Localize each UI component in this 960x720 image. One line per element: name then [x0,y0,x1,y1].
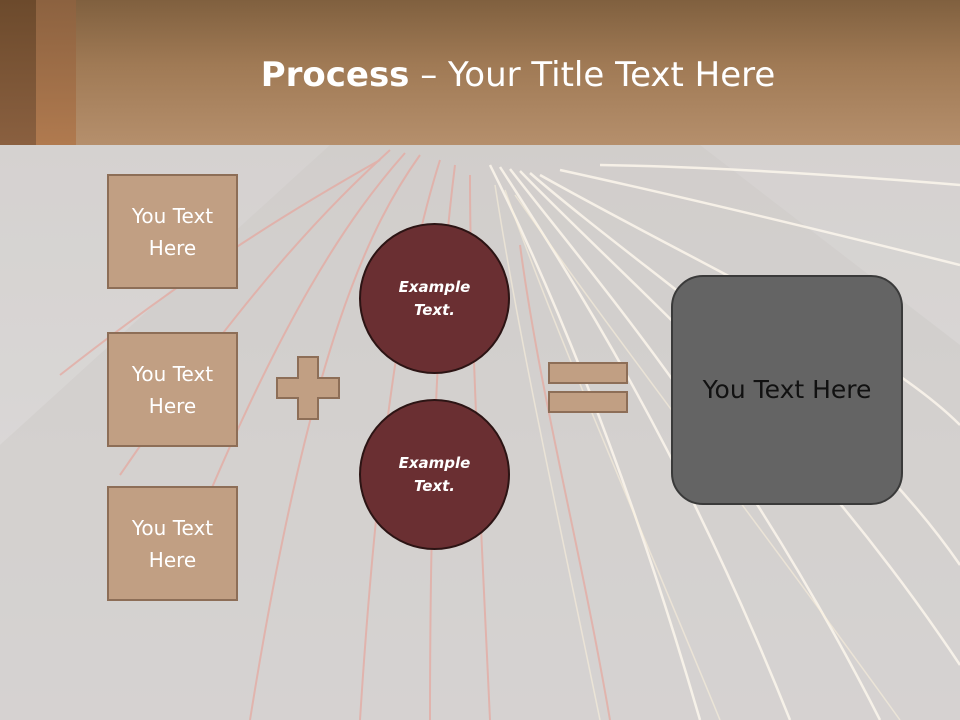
header-accent-strip-light [36,0,76,145]
equals-icon-top-bar[interactable] [548,362,628,384]
input-box-3-label: You Text Here [131,515,214,572]
input-box-2[interactable]: You Text Here [107,332,238,447]
input-box-1[interactable]: You Text Here [107,174,238,289]
example-circle-2[interactable]: Example Text. [359,399,510,550]
slide-title[interactable]: Process – Your Title Text Here [76,50,960,100]
plus-icon[interactable] [276,356,340,420]
example-circle-2-label: Example Text. [398,453,471,495]
result-box[interactable]: You Text Here [671,275,903,505]
header-accent-strip-dark [0,0,36,145]
title-bold-part: Process [260,55,410,95]
title-rest-part: – Your Title Text Here [409,55,776,95]
input-box-3[interactable]: You Text Here [107,486,238,601]
equals-icon-bottom-bar[interactable] [548,391,628,413]
example-circle-1-label: Example Text. [398,277,471,319]
example-circle-1[interactable]: Example Text. [359,223,510,374]
input-box-2-label: You Text Here [131,361,214,418]
result-box-label: You Text Here [702,375,872,404]
input-box-1-label: You Text Here [131,203,214,260]
title-header-band: Process – Your Title Text Here [0,0,960,145]
